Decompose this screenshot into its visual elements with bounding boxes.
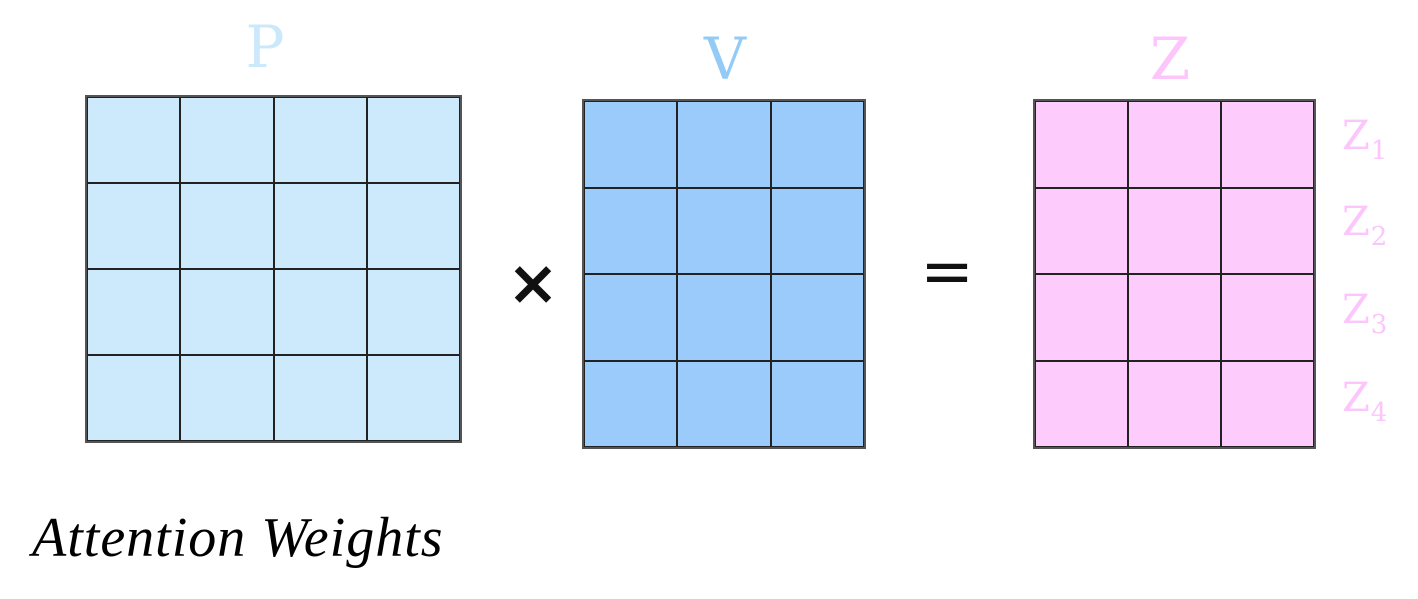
z-matrix-cell xyxy=(1035,187,1128,274)
z-matrix-cell xyxy=(1221,101,1314,188)
z-matrix-cell xyxy=(1128,101,1221,188)
p-matrix xyxy=(85,95,462,443)
p-matrix-cell xyxy=(273,97,367,183)
v-matrix-cell xyxy=(770,274,864,361)
v-matrix-cell xyxy=(770,187,864,274)
v-matrix-cell xyxy=(584,187,678,274)
v-matrix-cell xyxy=(584,101,678,188)
p-matrix-cell xyxy=(180,355,274,441)
v-matrix-cell xyxy=(584,360,678,447)
z-matrix-cell xyxy=(1128,187,1221,274)
p-matrix-cell xyxy=(366,97,460,183)
z-row-label-2: Z2 xyxy=(1342,199,1388,252)
p-matrix-cell xyxy=(366,183,460,269)
z-matrix-cell xyxy=(1221,187,1314,274)
p-matrix-cell xyxy=(180,97,274,183)
p-matrix-cell xyxy=(366,355,460,441)
z-matrix-cell xyxy=(1035,360,1128,447)
p-matrix-cell xyxy=(87,97,181,183)
z-matrix-cell xyxy=(1128,274,1221,361)
z-matrix-cell xyxy=(1221,360,1314,447)
z-row-label-1: Z1 xyxy=(1342,113,1388,166)
z-matrix-cell xyxy=(1035,101,1128,188)
z-matrix-label: Z xyxy=(1149,25,1191,93)
v-matrix-cell xyxy=(584,274,678,361)
v-matrix-cell xyxy=(677,187,771,274)
z-matrix-cell xyxy=(1128,360,1221,447)
v-matrix-cell xyxy=(770,101,864,188)
p-matrix-cell xyxy=(273,183,367,269)
equals-operator: = xyxy=(920,235,974,309)
v-matrix-cell xyxy=(677,274,771,361)
p-matrix-cell xyxy=(87,183,181,269)
p-matrix-cell xyxy=(273,355,367,441)
p-matrix-label: P xyxy=(245,13,285,81)
p-matrix-cell xyxy=(87,355,181,441)
multiply-operator: × xyxy=(507,246,559,319)
z-row-label-3: Z3 xyxy=(1342,287,1388,340)
attention-weights-caption: Attention Weights xyxy=(32,507,444,569)
v-matrix-cell xyxy=(770,360,864,447)
z-matrix-cell xyxy=(1035,274,1128,361)
z-matrix xyxy=(1033,99,1316,449)
v-matrix-cell xyxy=(677,360,771,447)
z-row-label-4: Z4 xyxy=(1342,375,1388,428)
v-matrix-cell xyxy=(677,101,771,188)
v-matrix-label: V xyxy=(704,25,746,93)
p-matrix-cell xyxy=(366,269,460,355)
p-matrix-cell xyxy=(87,269,181,355)
p-matrix-cell xyxy=(273,269,367,355)
p-matrix-cell xyxy=(180,183,274,269)
p-matrix-cell xyxy=(180,269,274,355)
v-matrix xyxy=(582,99,866,449)
z-matrix-cell xyxy=(1221,274,1314,361)
